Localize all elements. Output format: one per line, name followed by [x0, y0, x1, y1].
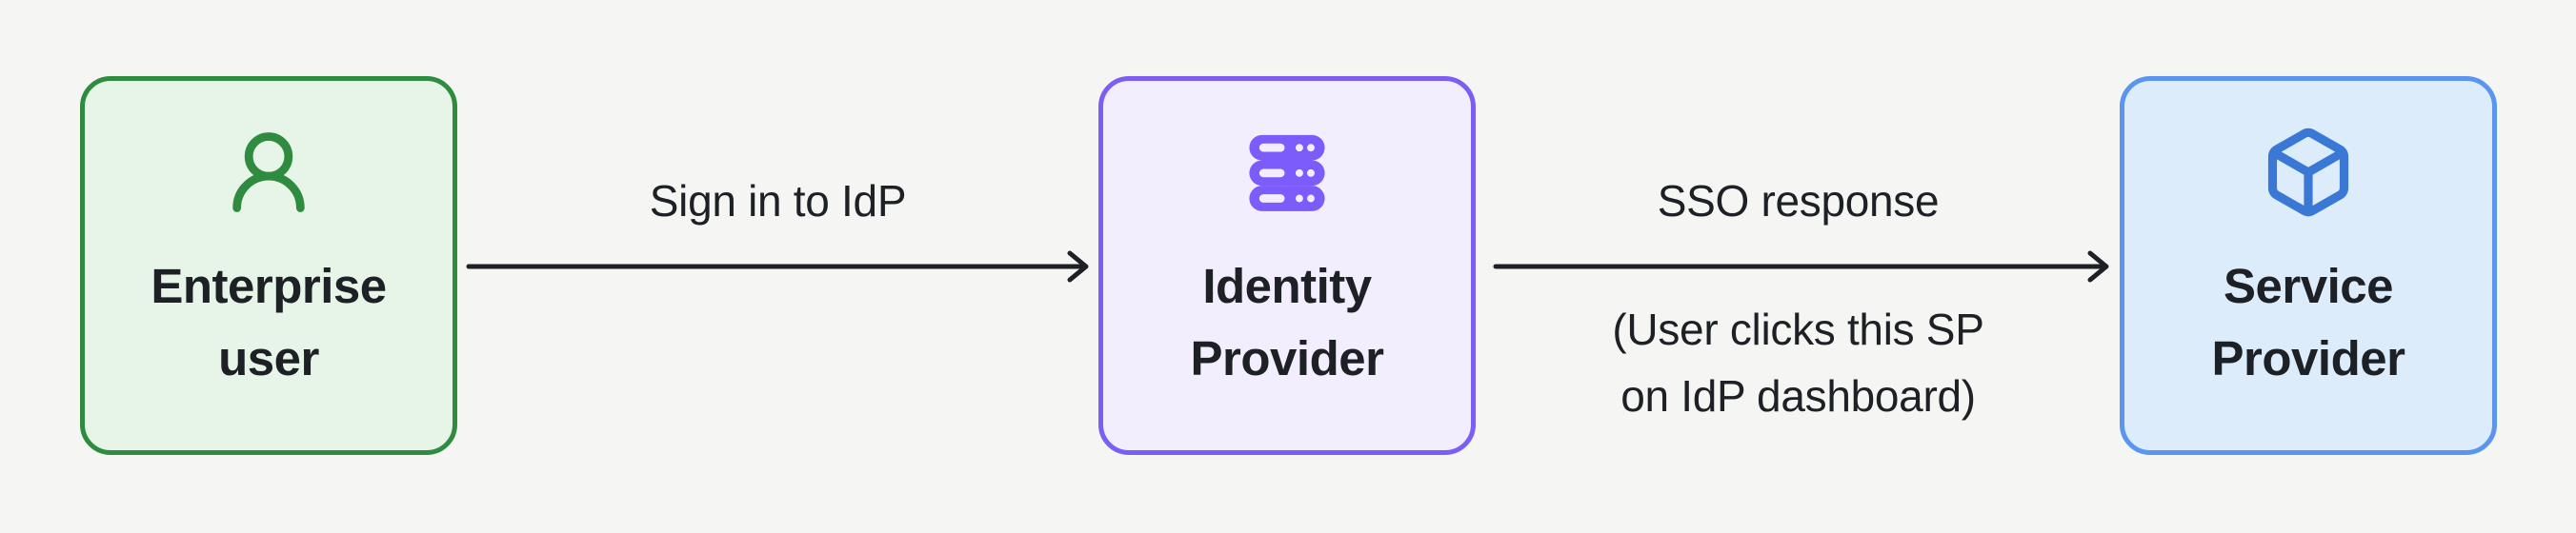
cube-icon: [2261, 125, 2356, 220]
node-label-line: user: [218, 331, 319, 385]
node-label-identity-provider: Identity Provider: [1191, 250, 1384, 395]
arrow-right-icon: [466, 250, 1089, 283]
node-identity-provider: Identity Provider: [1098, 76, 1476, 455]
node-service-provider: Service Provider: [2120, 76, 2497, 455]
server-icon: [1239, 125, 1335, 220]
node-enterprise-user: Enterprise user: [80, 76, 457, 455]
edge-sso-response: SSO response (User clicks this SP on IdP…: [1477, 0, 2120, 533]
node-label-line: Identity: [1202, 259, 1372, 313]
edge-sublabel: (User clicks this SP on IdP dashboard): [1477, 296, 2120, 429]
edge-signin-to-idp: Sign in to IdP: [457, 0, 1098, 533]
user-icon: [221, 125, 316, 220]
node-label-line: Provider: [1190, 331, 1384, 385]
node-label-line: Enterprise: [151, 259, 387, 313]
node-label-line: Service: [2223, 259, 2393, 313]
edge-label: SSO response: [1657, 176, 1940, 226]
node-label-service-provider: Service Provider: [2212, 250, 2405, 395]
edge-sublabel-line: on IdP dashboard): [1620, 371, 1976, 421]
edge-label: Sign in to IdP: [649, 176, 907, 226]
node-label-enterprise-user: Enterprise user: [151, 250, 387, 395]
node-label-line: Provider: [2211, 331, 2405, 385]
edge-sublabel-line: (User clicks this SP: [1612, 305, 1984, 354]
arrow-right-icon: [1493, 250, 2109, 283]
